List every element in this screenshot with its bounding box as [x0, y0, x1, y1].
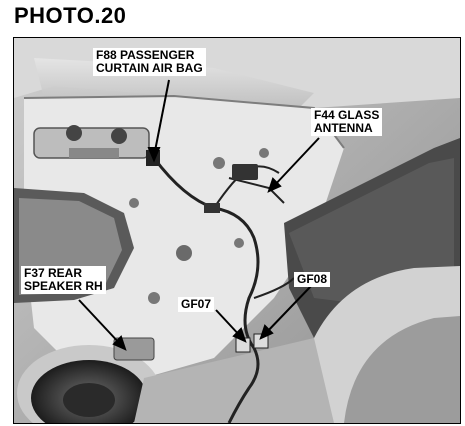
label-gf08: GF08	[294, 272, 331, 287]
vehicle-interior-photo: F88 PASSENGER CURTAIN AIR BAG F44 GLASS …	[13, 37, 461, 424]
label-f88-passenger-curtain-air-bag: F88 PASSENGER CURTAIN AIR BAG	[93, 48, 206, 76]
label-f44-glass-antenna: F44 GLASS ANTENNA	[311, 108, 383, 136]
photo-title: PHOTO.20	[14, 3, 127, 28]
label-f37-rear-speaker-rh: F37 REAR SPEAKER RH	[21, 266, 106, 294]
photo-illustration	[14, 38, 460, 423]
label-gf07: GF07	[178, 297, 215, 312]
